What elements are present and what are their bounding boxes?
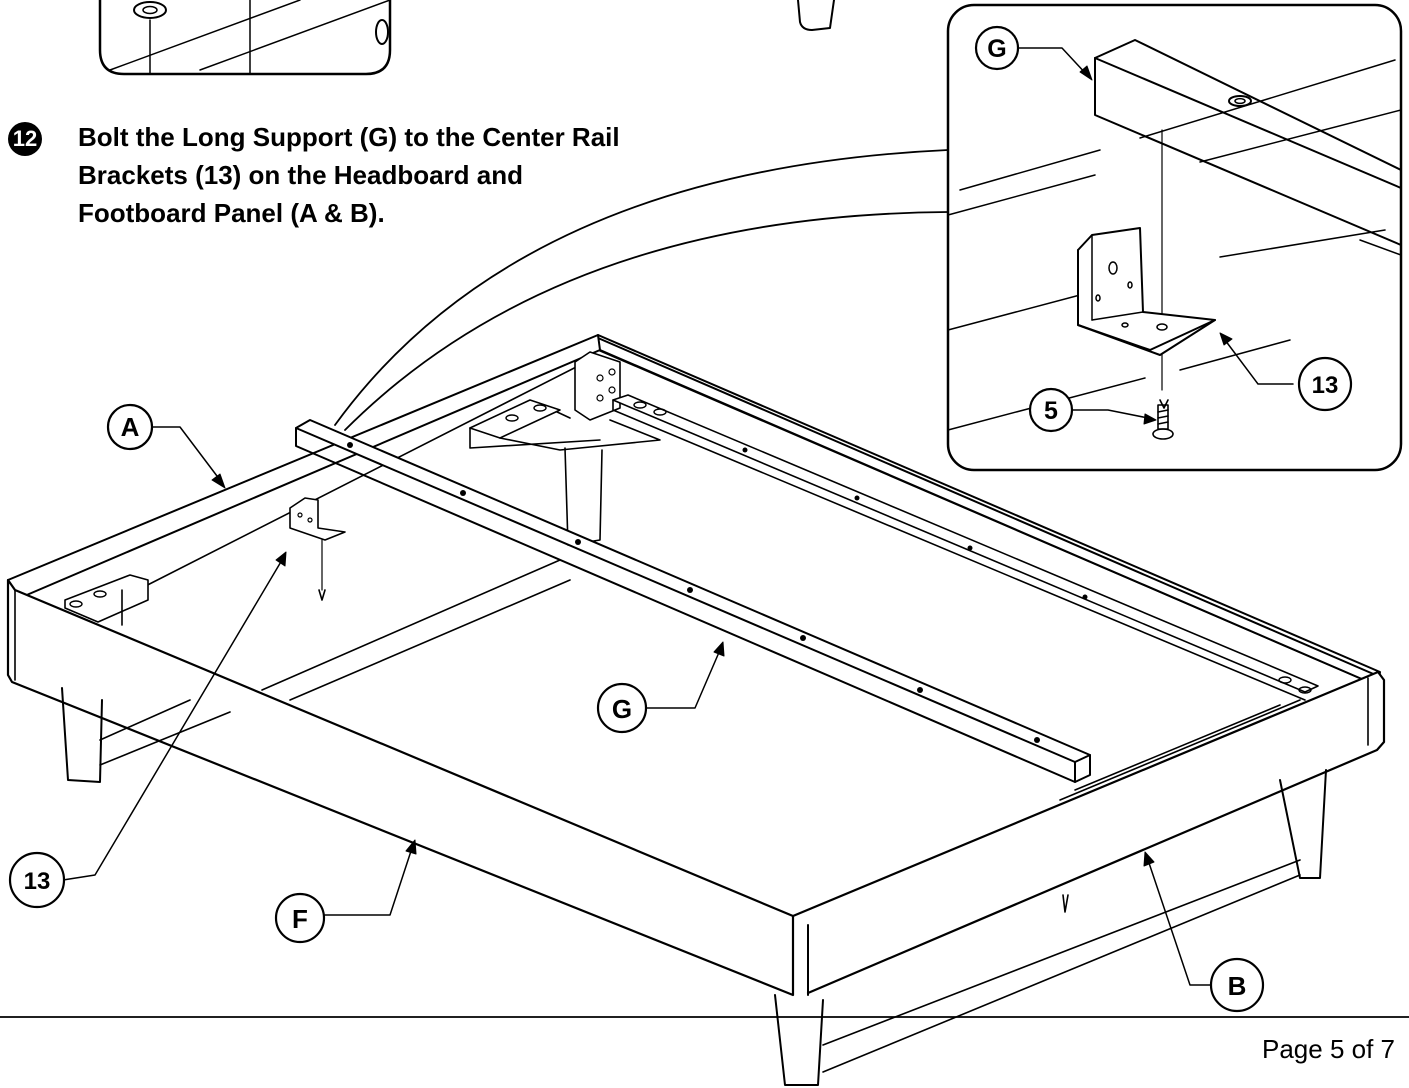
step-line-1: Bolt the Long Support (G) to the Center … [78, 122, 620, 152]
step-line-2: Brackets (13) on the Headboard and [78, 160, 523, 190]
callout-f: F [292, 904, 308, 934]
previous-detail-inset [98, 0, 392, 76]
callout-a: A [121, 412, 140, 442]
detail-callout-13: 13 [1312, 372, 1339, 399]
step-number-badge: 12 [8, 122, 42, 156]
callout-13: 13 [24, 868, 51, 895]
page-number: Page 5 of 7 [1262, 1034, 1395, 1064]
detail-callout-g: G [987, 35, 1006, 63]
detail-inset [946, 3, 1403, 472]
detail-link-curve [334, 149, 949, 426]
callout-b: B [1228, 971, 1247, 1001]
partial-leg [797, 0, 835, 31]
bed-frame [6, 334, 1386, 1086]
callout-g: G [612, 694, 632, 724]
step-text: Bolt the Long Support (G) to the Center … [78, 118, 620, 232]
step-line-3: Footboard Panel (A & B). [78, 198, 385, 228]
detail-link-curve [344, 211, 949, 431]
detail-callout-5: 5 [1044, 397, 1058, 425]
